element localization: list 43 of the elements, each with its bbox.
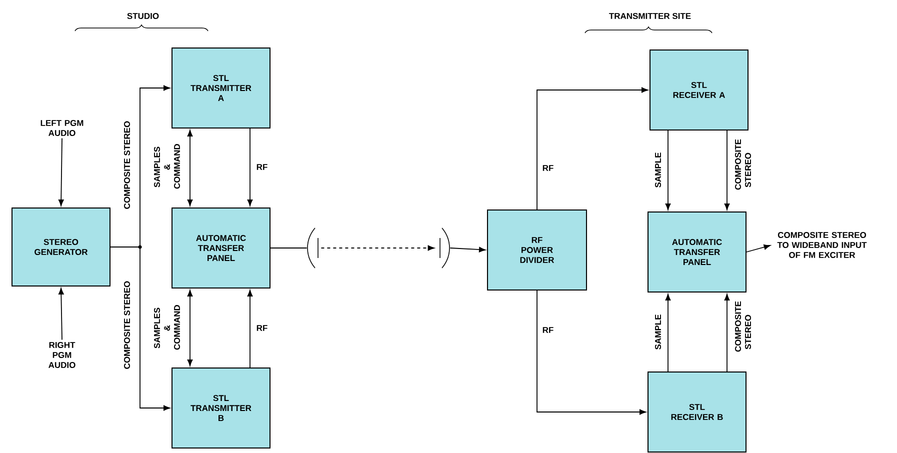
signal-label: LEFT PGM AUDIO bbox=[40, 120, 84, 136]
arrow bbox=[746, 244, 770, 252]
block-box: AUTOMATIC TRANSFER PANEL bbox=[648, 212, 746, 292]
arrow bbox=[320, 245, 434, 251]
block-box: STL TRANSMITTER B bbox=[172, 368, 270, 448]
arrow bbox=[536, 87, 648, 210]
arrow bbox=[58, 288, 64, 340]
block-box: STL RECEIVER B bbox=[648, 372, 746, 452]
edge-label: COMPOSITE STEREO bbox=[734, 139, 752, 191]
edge-label: COMPOSITE STEREO bbox=[123, 120, 131, 210]
arrow bbox=[665, 130, 671, 210]
block-box: AUTOMATIC TRANSFER PANEL bbox=[172, 208, 270, 288]
arrow bbox=[247, 128, 253, 206]
arrow bbox=[247, 290, 253, 368]
arrow bbox=[187, 130, 193, 206]
edge-label: SAMPLES & COMMAND bbox=[153, 144, 182, 190]
arrow bbox=[450, 246, 486, 252]
edge-label: RF bbox=[541, 326, 555, 334]
arrow bbox=[665, 294, 671, 372]
edge-label: RF bbox=[255, 163, 269, 171]
section-label: TRANSMITTER SITE bbox=[609, 13, 691, 19]
antenna-icon bbox=[307, 228, 318, 268]
edge-label: COMPOSITE STEREO bbox=[123, 280, 131, 370]
arrow bbox=[536, 290, 646, 415]
edge-label: COMPOSITE STEREO bbox=[734, 301, 752, 353]
edge-label: SAMPLE bbox=[654, 313, 662, 351]
signal-label: COMPOSITE STEREO TO WIDEBAND INPUT OF FM EXCITER bbox=[777, 232, 867, 258]
edge-label: SAMPLES & COMMAND bbox=[153, 305, 182, 351]
arrow bbox=[724, 294, 730, 372]
signal-label: RIGHT PGM AUDIO bbox=[48, 342, 76, 368]
edge-label: RF bbox=[541, 164, 555, 172]
arrow bbox=[724, 130, 730, 210]
edge-label: RF bbox=[255, 324, 269, 332]
section-label: STUDIO bbox=[127, 13, 159, 19]
block-box: RF POWER DIVIDER bbox=[487, 210, 587, 290]
arrow bbox=[58, 138, 64, 206]
antenna-icon bbox=[440, 228, 450, 268]
arrow bbox=[110, 246, 170, 411]
block-box: STL TRANSMITTER A bbox=[172, 48, 270, 128]
arrow bbox=[187, 290, 193, 366]
edge-label: SAMPLE bbox=[654, 151, 662, 189]
block-box: STEREO GENERATOR bbox=[12, 208, 110, 286]
block-box: STL RECEIVER A bbox=[650, 50, 748, 130]
